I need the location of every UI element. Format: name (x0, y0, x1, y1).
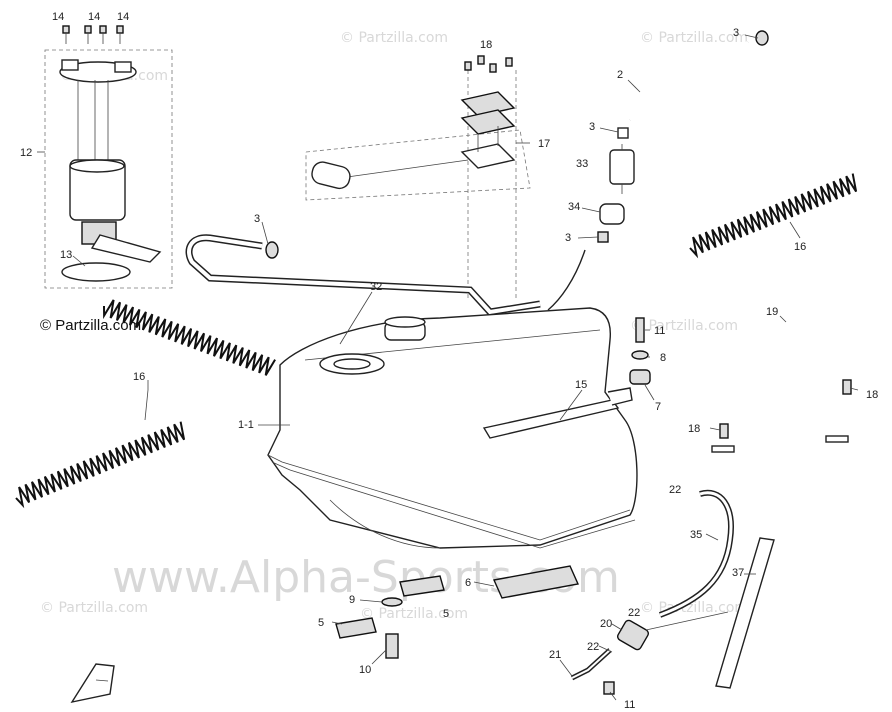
callout-10: 10 (359, 664, 371, 676)
bolt-11-top (635, 317, 645, 343)
callout-16-left: 16 (133, 371, 145, 383)
valve-20 (617, 619, 649, 651)
bolt-18-right (842, 379, 852, 395)
bolt-11-bottom (603, 681, 615, 695)
watermark-partzilla-8: © Partzilla.com (640, 600, 748, 616)
clamp-3-b (617, 127, 629, 139)
callout-5-right: 5 (443, 608, 449, 620)
tank-bottom-hardware (335, 565, 580, 659)
callout-12: 12 (20, 147, 32, 159)
callout-9: 9 (349, 594, 355, 606)
forward-arrow-icon (70, 663, 115, 704)
breather-hose (185, 234, 541, 316)
callout-22-top: 22 (669, 484, 681, 496)
watermark-partzilla-6: © Partzilla.com (40, 600, 148, 616)
callout-11-bottom: 11 (624, 699, 635, 711)
sender-plate (460, 143, 516, 169)
callout-14b: 14 (88, 11, 100, 23)
callout-6: 6 (465, 577, 471, 589)
watermark-partzilla-dark: © Partzilla.com (40, 317, 141, 334)
callout-17: 17 (538, 138, 550, 150)
spring-16-left-bottom (15, 421, 186, 509)
fuel-line-upper (547, 30, 769, 311)
callout-22-mid: 22 (628, 607, 640, 619)
callout-3-c: 3 (565, 232, 571, 244)
clamp-3-left (265, 241, 279, 259)
spring-16-left-top (103, 299, 276, 376)
washer-9 (381, 597, 403, 607)
callout-16-right: 16 (794, 241, 806, 253)
callout-20: 20 (600, 618, 612, 630)
callout-19: 19 (766, 306, 778, 318)
pad-6 (492, 565, 580, 599)
pump-bolts (62, 25, 124, 44)
callout-11-top: 11 (654, 325, 665, 337)
bolt-10 (385, 633, 399, 659)
callout-14c: 14 (117, 11, 129, 23)
bracket-19 (711, 316, 852, 453)
tank-strap-15 (482, 399, 620, 439)
sender-float (311, 161, 351, 190)
callout-2: 2 (617, 69, 623, 81)
callout-3-left: 3 (254, 213, 260, 225)
tank-body (267, 307, 638, 549)
guard-37 (715, 537, 775, 689)
leader-lines (37, 34, 859, 701)
bolt-18-mid (719, 423, 729, 439)
callout-18-right: 18 (866, 389, 878, 401)
callout-33: 33 (576, 158, 588, 170)
tank-mount-hardware (629, 317, 651, 385)
fuel-pump-assembly (44, 25, 173, 289)
sender-bolts (464, 55, 513, 73)
fuel-filter (609, 149, 635, 185)
pump-group-box (44, 49, 173, 289)
callout-18-mid: 18 (688, 423, 700, 435)
watermarks: © Partzilla.com © Partzilla.com © Partzi… (40, 30, 748, 622)
callout-3-b: 3 (589, 121, 595, 133)
spring-16-right (689, 173, 858, 259)
pad-5-left (335, 617, 377, 639)
springs (15, 173, 858, 509)
watermark-partzilla-1: © Partzilla.com (340, 30, 448, 46)
pump-float-arm (90, 234, 162, 263)
bushing-34 (599, 203, 625, 225)
callout-18-top: 18 (480, 39, 492, 51)
callout-22-low: 22 (587, 641, 599, 653)
pump-seal-ring (61, 262, 131, 282)
callout-7: 7 (655, 401, 661, 413)
callout-8: 8 (660, 352, 666, 364)
fuel-sender-unit (305, 55, 531, 300)
sender-gasket-lower (460, 109, 516, 135)
callout-34: 34 (568, 201, 580, 213)
sender-gasket-upper (460, 91, 516, 117)
clamp-3-c (597, 231, 609, 243)
callout-5-left: 5 (318, 617, 324, 629)
pad-5-right (399, 575, 445, 597)
callout-32: 32 (370, 281, 382, 293)
callout-14a: 14 (52, 11, 64, 23)
watermark-partzilla-4: © Partzilla.com (630, 318, 738, 334)
callout-37: 37 (732, 567, 744, 579)
rubber-mount-7 (629, 369, 651, 385)
watermark-partzilla-7: © Partzilla.com (360, 606, 468, 622)
callout-35: 35 (690, 529, 702, 541)
washer-8 (631, 350, 649, 360)
callout-13: 13 (60, 249, 72, 261)
fuel-hose-2 (629, 41, 749, 121)
callout-1-1: 1-1 (238, 419, 254, 431)
callout-21: 21 (549, 649, 561, 661)
fuel-line-lower (570, 489, 775, 695)
fuel-tank (267, 307, 638, 549)
callout-15: 15 (575, 379, 587, 391)
clamp-3-top (755, 30, 769, 46)
watermark-partzilla-2: © Partzilla.com (640, 30, 748, 46)
callout-3-top: 3 (733, 27, 739, 39)
